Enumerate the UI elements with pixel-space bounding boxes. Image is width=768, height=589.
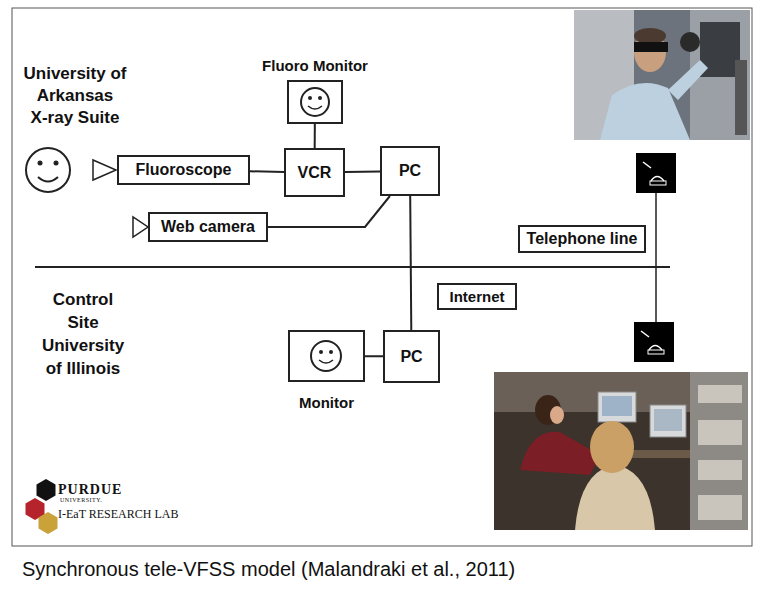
cable-connector <box>314 124 316 148</box>
rack-device <box>698 460 742 480</box>
telephone-icon-bg <box>634 322 674 362</box>
xray-suite-photo <box>574 10 750 140</box>
equipment-rack <box>690 372 748 530</box>
computer-monitor <box>598 392 636 422</box>
node-label: PC <box>399 162 421 180</box>
computer-box: PC <box>380 146 440 196</box>
rack-device <box>698 420 742 445</box>
site-separator <box>35 266 670 268</box>
clinician-hair <box>590 421 634 473</box>
telephone-handset <box>649 346 662 351</box>
cable-connector <box>410 196 411 330</box>
smiley-mouth <box>308 106 322 109</box>
control-site-photo <box>494 372 748 530</box>
monitor-face <box>311 341 341 371</box>
link-label-box: Internet <box>437 283 517 310</box>
telephone-icon <box>634 322 674 362</box>
node-label: Internet <box>449 288 504 305</box>
computer-monitor <box>650 405 686 437</box>
link-label-box: Telephone line <box>518 225 646 253</box>
smiley-eye <box>54 161 59 166</box>
telephone-base <box>648 350 664 354</box>
device-box: Web camera <box>148 212 268 242</box>
telephone-handset <box>651 177 664 182</box>
node-label: Telephone line <box>527 230 638 248</box>
logo-hexagon <box>39 512 58 534</box>
node-heading: Fluoro Monitor <box>262 57 368 74</box>
node-label: Web camera <box>161 218 255 236</box>
node-label: VCR <box>298 164 332 182</box>
telephone-icon-bg <box>636 153 676 193</box>
site-label: Control Site University of Illinois <box>23 288 143 380</box>
cable-connector <box>345 170 380 173</box>
logo-text: PURDUE <box>58 482 122 498</box>
smiley-mouth <box>38 177 58 182</box>
photo-background <box>574 10 750 140</box>
monitor-box: Monitor <box>288 330 365 382</box>
monitor-screen <box>654 409 682 431</box>
smiley-outline <box>26 148 70 192</box>
clinician-face <box>550 406 564 424</box>
node-label: PC <box>400 348 422 366</box>
computer-box: PC <box>383 330 440 383</box>
purdue-logo <box>20 476 192 540</box>
patient-face <box>26 148 70 192</box>
logo-hexagon <box>37 479 56 501</box>
smiley-eye <box>329 350 333 354</box>
clinician-body <box>520 432 600 475</box>
smiley-mouth <box>319 360 333 363</box>
camera-lens <box>133 217 148 237</box>
cable-connector <box>268 196 390 227</box>
node-heading: Monitor <box>299 394 354 411</box>
clinician-arm <box>668 60 708 100</box>
monitor-screen <box>602 396 632 416</box>
privacy-bar <box>634 42 668 52</box>
logo-text: UNIVERSITY. <box>60 497 102 503</box>
telephone-icon <box>636 153 676 193</box>
smiley-eye <box>308 96 312 100</box>
clinician-hair <box>634 28 666 44</box>
cable-connector <box>365 355 383 357</box>
logo-text: I-EaT RESEARCH LAB <box>58 507 178 522</box>
fluoro-monitor-box: Fluoro Monitor <box>287 80 343 124</box>
smiley-eye <box>319 350 323 354</box>
fluoroscope-equipment <box>680 32 700 52</box>
rack-device <box>698 495 742 520</box>
device-box: VCR <box>284 148 345 197</box>
node-label: Fluoroscope <box>135 161 231 179</box>
rack-device <box>698 385 742 403</box>
photo-background <box>494 372 748 530</box>
smiley-outline <box>301 88 329 116</box>
device-box: Fluoroscope <box>117 155 250 185</box>
telephone-base <box>650 181 666 185</box>
smiley-eye <box>318 96 322 100</box>
caption: Synchronous tele-VFSS model (Malandraki … <box>22 558 515 581</box>
fluoroscope-lens <box>93 160 116 180</box>
smiley-outline <box>311 341 341 371</box>
clinician-body <box>575 465 655 530</box>
site-label: University of Arkansas X-ray Suite <box>15 63 135 129</box>
cable-connector <box>250 170 284 173</box>
fluoroscope-equipment <box>735 60 747 135</box>
telephone-wire <box>655 193 657 322</box>
logo-background <box>20 476 192 540</box>
telephone-handset <box>643 162 651 168</box>
slide-frame <box>12 8 752 546</box>
smiley-eye <box>38 161 43 166</box>
monitor-face <box>301 88 329 116</box>
telephone-handset <box>641 331 649 337</box>
